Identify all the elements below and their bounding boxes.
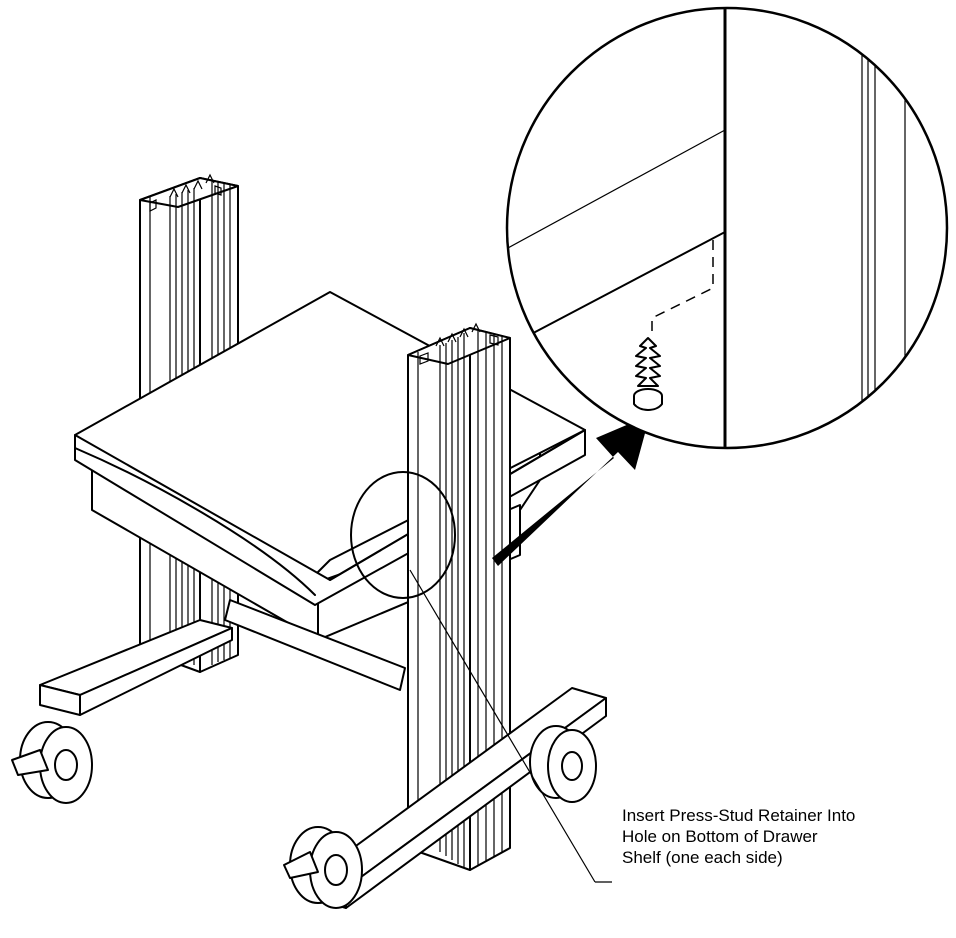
- callout-instruction-label: Insert Press-Stud Retainer Into Hole on …: [622, 806, 856, 867]
- zoom-arrow-icon: [492, 415, 650, 566]
- callout-leader-line: [409, 569, 596, 883]
- detail-locator-circle: [350, 471, 456, 599]
- press-stud-icon: [633, 337, 663, 411]
- front-right-caster: [529, 725, 597, 803]
- rear-base-rail: [39, 619, 233, 716]
- magnified-detail: [505, 6, 949, 450]
- front-left-caster: [283, 826, 363, 909]
- rear-left-caster: [11, 721, 93, 804]
